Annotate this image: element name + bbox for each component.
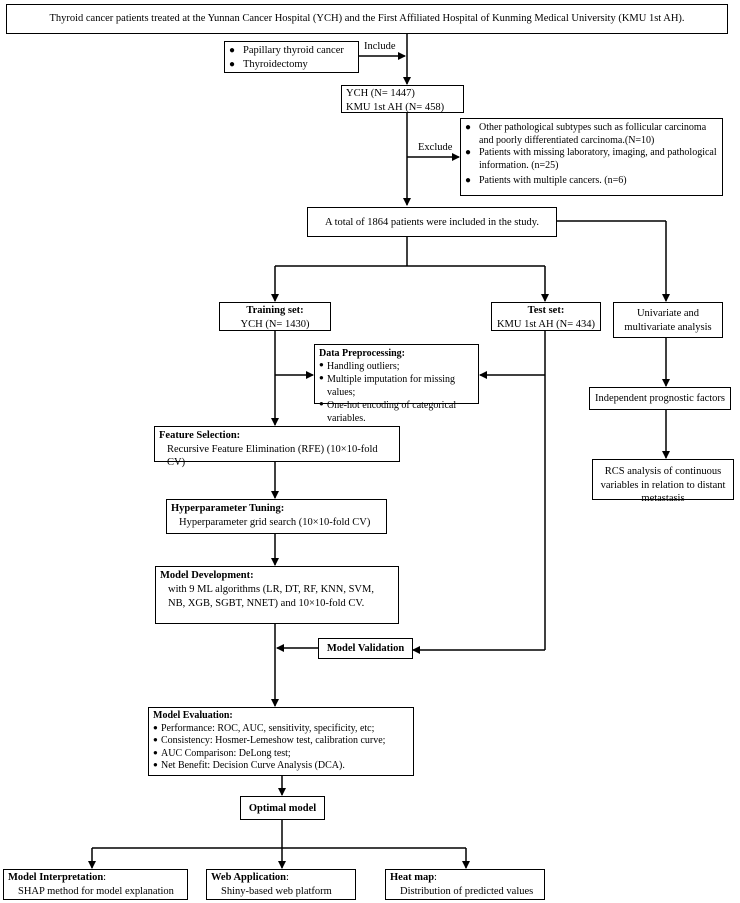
data-preprocessing-title: Data Preprocessing: xyxy=(319,348,406,359)
test-set-box: Test set: KMU 1st AH (N= 434) xyxy=(491,302,601,331)
exclude-label: Exclude xyxy=(418,142,453,153)
model-development-box: Model Development: with 9 ML algorithms … xyxy=(155,566,399,624)
webapp-text: Shiny-based web platform xyxy=(221,885,332,897)
total-patients-box: A total of 1864 patients were included i… xyxy=(307,207,557,237)
cohort-ych-count: YCH (N= 1447) xyxy=(346,88,415,99)
model-evaluation-box: Model Evaluation: Performance: ROC, AUC,… xyxy=(148,707,414,776)
feature-selection-title: Feature Selection: xyxy=(159,430,241,441)
training-set-title: Training set: xyxy=(246,305,304,316)
hyperparameter-text: Hyperparameter grid search (10×10-fold C… xyxy=(179,516,371,528)
independent-factors-box: Independent prognostic factors xyxy=(589,387,731,410)
total-patients-text: A total of 1864 patients were included i… xyxy=(325,217,539,228)
univariate-line1: Univariate and xyxy=(636,308,700,319)
heat-map-box: Heat map: Distribution of predicted valu… xyxy=(385,869,545,900)
evaluation-item: Performance: ROC, AUC, sensitivity, spec… xyxy=(153,723,409,736)
preprocessing-item: Handling outliers; xyxy=(319,360,474,373)
evaluation-item: AUC Comparison: DeLong test; xyxy=(153,748,409,761)
interpretation-text: SHAP method for model explanation xyxy=(18,885,174,897)
inclusion-item: Thyroidectomy xyxy=(229,58,354,72)
heatmap-colon: : xyxy=(434,872,437,883)
model-development-line1: with 9 ML algorithms (LR, DT, RF, KNN, S… xyxy=(168,584,374,596)
feature-selection-text: Recursive Feature Elimination (RFE) (10×… xyxy=(167,443,378,469)
preprocessing-item: One-hot encoding of categorical variable… xyxy=(319,399,474,425)
model-interpretation-box: Model Interpretation: SHAP method for mo… xyxy=(3,869,188,900)
model-development-title: Model Development: xyxy=(160,570,254,581)
data-preprocessing-box: Data Preprocessing: Handling outliers; M… xyxy=(314,344,479,424)
univariate-analysis-box: Univariate and multivariate analysis xyxy=(613,302,723,338)
hyperparameter-tuning-box: Hyperparameter Tuning: Hyperparameter gr… xyxy=(166,499,387,534)
include-label: Include xyxy=(364,41,396,52)
evaluation-item: Net Benefit: Decision Curve Analysis (DC… xyxy=(153,760,409,773)
model-evaluation-title: Model Evaluation: xyxy=(153,710,233,721)
rcs-line1: RCS analysis of continuous xyxy=(604,466,722,477)
webapp-title: Web Application xyxy=(211,872,286,883)
optimal-model-box: Optimal model xyxy=(240,796,325,820)
heatmap-title: Heat map xyxy=(390,872,435,883)
feature-selection-box: Feature Selection: Recursive Feature Eli… xyxy=(154,426,400,468)
web-application-box: Web Application: Shiny-based web platfor… xyxy=(206,869,356,900)
heatmap-text: Distribution of predicted values xyxy=(400,885,534,897)
source-population-text: Thyroid cancer patients treated at the Y… xyxy=(49,13,685,24)
exclusion-item: Patients with multiple cancers. (n=6) xyxy=(465,175,718,188)
independent-factors-text: Independent prognostic factors xyxy=(594,393,726,404)
exclusion-item: Patients with missing laboratory, imagin… xyxy=(465,147,718,172)
webapp-colon: : xyxy=(285,872,289,883)
inclusion-criteria-box: Papillary thyroid cancer Thyroidectomy xyxy=(224,41,359,73)
exclusion-criteria-box: Other pathological subtypes such as foll… xyxy=(460,118,723,196)
test-set-count: KMU 1st AH (N= 434) xyxy=(496,318,596,330)
exclusion-item: Other pathological subtypes such as foll… xyxy=(465,122,718,147)
evaluation-item: Consistency: Hosmer-Lemeshow test, calib… xyxy=(153,735,409,748)
hyperparameter-title: Hyperparameter Tuning: xyxy=(171,503,285,514)
cohort-kmu-count: KMU 1st AH (N= 458) xyxy=(346,101,445,113)
training-set-count: YCH (N= 1430) xyxy=(240,318,310,330)
model-development-line2: NB, XGB, SGBT, NNET) and 10×10-fold CV. xyxy=(168,598,365,610)
rcs-analysis-box: RCS analysis of continuous variables in … xyxy=(592,459,734,504)
cohort-counts-box: YCH (N= 1447) KMU 1st AH (N= 458) xyxy=(341,85,464,113)
rcs-line2: variables in relation to distant metasta… xyxy=(600,479,726,505)
preprocessing-item: Multiple imputation for missing values; xyxy=(319,373,474,399)
model-validation-text: Model Validation xyxy=(326,643,405,654)
model-validation-box: Model Validation xyxy=(318,638,413,659)
test-set-title: Test set: xyxy=(527,305,565,316)
training-set-box: Training set: YCH (N= 1430) xyxy=(219,302,331,331)
optimal-model-text: Optimal model xyxy=(248,803,317,814)
interpretation-colon: : xyxy=(103,872,107,883)
interpretation-title: Model Interpretation xyxy=(8,872,104,883)
inclusion-item: Papillary thyroid cancer xyxy=(229,44,354,58)
source-population-box: Thyroid cancer patients treated at the Y… xyxy=(6,4,728,34)
univariate-line2: multivariate analysis xyxy=(624,321,712,333)
